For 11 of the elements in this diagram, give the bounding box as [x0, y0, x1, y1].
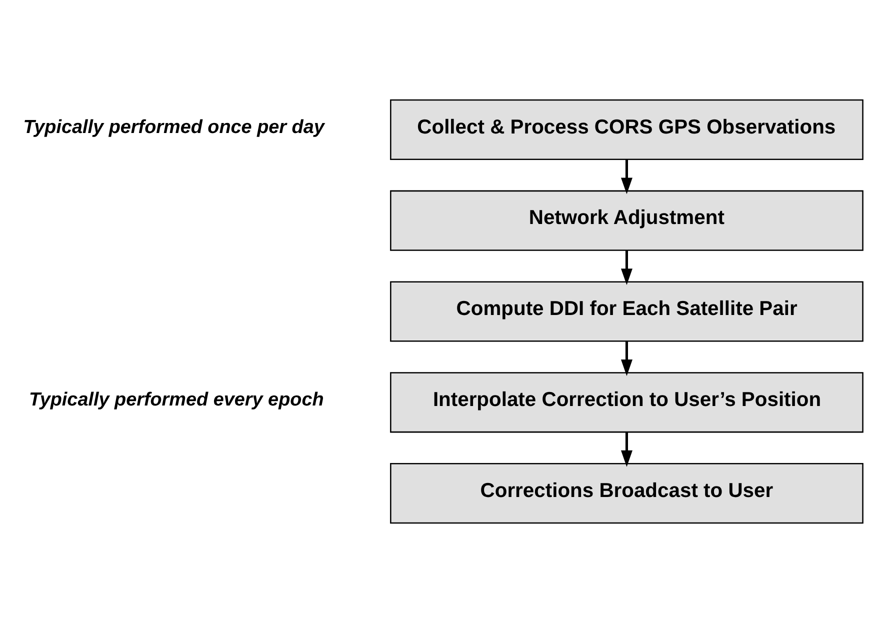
node-box: Corrections Broadcast to User: [390, 462, 864, 524]
node-box: Network Adjustment: [390, 190, 864, 250]
label: Typically performed every epoch: [28, 389, 324, 410]
node-box: Interpolate Correction to User’s Position: [390, 372, 864, 432]
arrow: [620, 432, 632, 466]
arrow: [620, 250, 632, 285]
label: Typically performed once per day: [23, 116, 324, 138]
arrow: [620, 158, 632, 194]
node-box: Compute DDI for Each Satellite Pair: [390, 280, 864, 342]
node-box: Collect & Process CORS GPS Observations: [390, 98, 864, 160]
arrow: [620, 340, 632, 376]
